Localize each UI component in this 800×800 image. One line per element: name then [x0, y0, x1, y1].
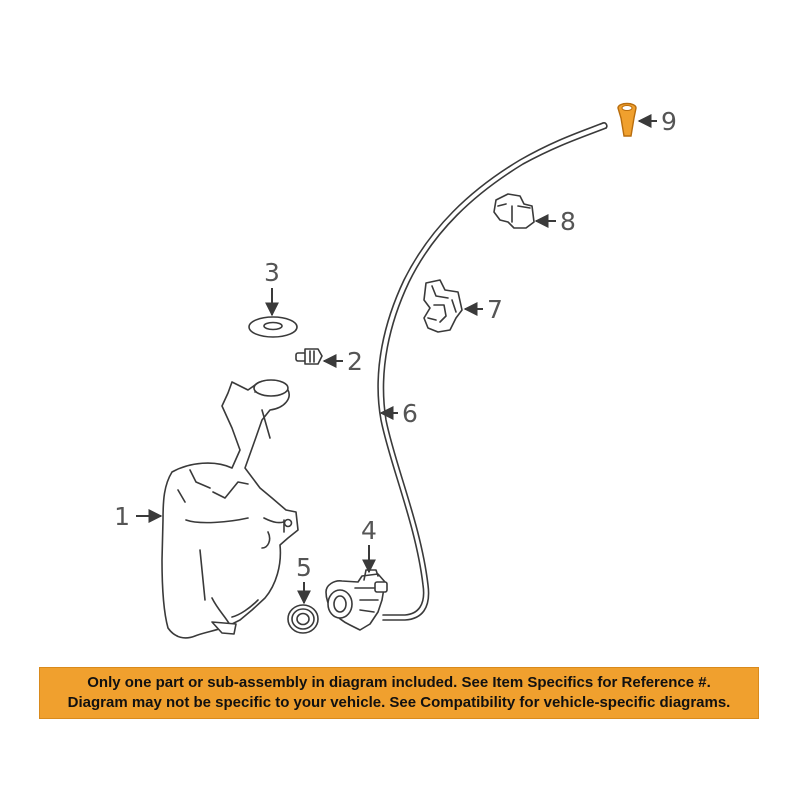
- disclaimer-line-2: Diagram may not be specific to your vehi…: [67, 694, 731, 711]
- washer-reservoir: [161, 379, 299, 639]
- washer-pump: [325, 569, 388, 631]
- grommet-clip: [295, 348, 323, 365]
- callout-pointers: [136, 114, 657, 605]
- callout-label-4: 4: [361, 516, 377, 545]
- callout-label-9: 9: [661, 107, 677, 136]
- callout-label-6: 6: [402, 399, 418, 428]
- washer-nozzle: [617, 102, 637, 137]
- disclaimer-line-1: Only one part or sub-assembly in diagram…: [87, 674, 711, 691]
- disclaimer-banner: Only one part or sub-assembly in diagram…: [39, 667, 759, 719]
- callout-label-7: 7: [487, 295, 503, 324]
- connector: [493, 193, 535, 229]
- seal-ring: [248, 316, 298, 338]
- washer-hose: [377, 122, 608, 621]
- callout-label-3: 3: [264, 258, 280, 287]
- nozzle-bracket: [423, 279, 463, 333]
- parts-diagram: 1 2 3 4 5 6 7 8 9: [114, 102, 677, 639]
- pump-grommet: [287, 604, 319, 634]
- callout-label-8: 8: [560, 207, 576, 236]
- callout-label-1: 1: [114, 502, 130, 531]
- callout-label-2: 2: [347, 347, 363, 376]
- callout-label-5: 5: [296, 553, 312, 582]
